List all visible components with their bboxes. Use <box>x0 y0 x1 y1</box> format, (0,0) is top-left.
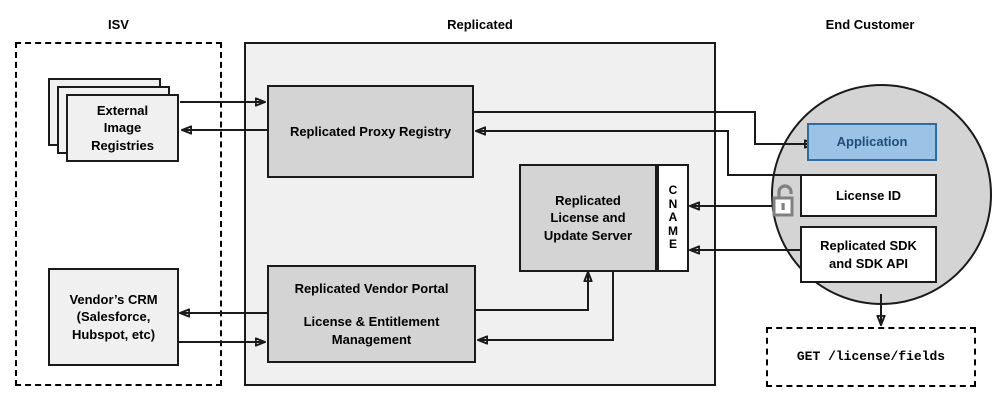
cname-letter-2: N <box>668 196 678 211</box>
vendor-crm[interactable]: Vendor’s CRM (Salesforce, Hubspot, etc) <box>48 268 179 366</box>
replicated-license-update-server[interactable]: Replicated License and Update Server <box>519 164 657 272</box>
cname-letter-3: A <box>668 210 678 225</box>
license-update-server-line-1: Replicated <box>555 193 621 209</box>
cname-letter-4: M <box>668 223 678 238</box>
external-image-registries-line-2: Image <box>103 120 142 136</box>
api-call-license-fields[interactable]: GET /license/fields <box>766 327 976 387</box>
vendor-crm-line-3: Hubspot, etc) <box>71 326 156 342</box>
cname-letter-1: C <box>668 183 678 198</box>
replicated-sdk-line-1: Replicated SDK <box>820 238 917 254</box>
license-update-server-line-3: Update Server <box>543 227 633 243</box>
replicated-vendor-portal[interactable]: Replicated Vendor Portal License & Entit… <box>267 265 476 363</box>
license-id[interactable]: License ID <box>800 174 937 217</box>
external-image-registries-line-3: Registries <box>91 137 154 153</box>
unlock-icon <box>769 182 799 220</box>
application[interactable]: Application <box>807 123 937 161</box>
license-update-server-line-2: License and <box>550 210 626 226</box>
replicated-sdk-line-2: and SDK API <box>829 255 908 271</box>
vendor-crm-line-2: (Salesforce, <box>76 309 151 325</box>
swimlane-title-isv: ISV <box>108 17 129 32</box>
swimlane-title-replicated: Replicated <box>447 17 513 32</box>
vendor-portal-line-2: License & Entitlement <box>303 314 440 330</box>
external-image-registries[interactable]: External Image Registries <box>66 94 179 162</box>
replicated-sdk[interactable]: Replicated SDK and SDK API <box>800 226 937 283</box>
vendor-crm-line-1: Vendor’s CRM <box>69 292 158 308</box>
external-image-registries-line-1: External <box>96 103 149 119</box>
replicated-proxy-registry[interactable]: Replicated Proxy Registry <box>267 85 474 178</box>
vendor-portal-line-3: Management <box>331 331 412 347</box>
cname-letter-5: E <box>668 237 677 252</box>
swimlane-title-end-customer: End Customer <box>825 17 915 32</box>
isv-zone <box>15 42 222 386</box>
cname-strip[interactable]: C N A M E <box>657 164 689 272</box>
vendor-portal-line-1: Replicated Vendor Portal <box>294 281 449 297</box>
